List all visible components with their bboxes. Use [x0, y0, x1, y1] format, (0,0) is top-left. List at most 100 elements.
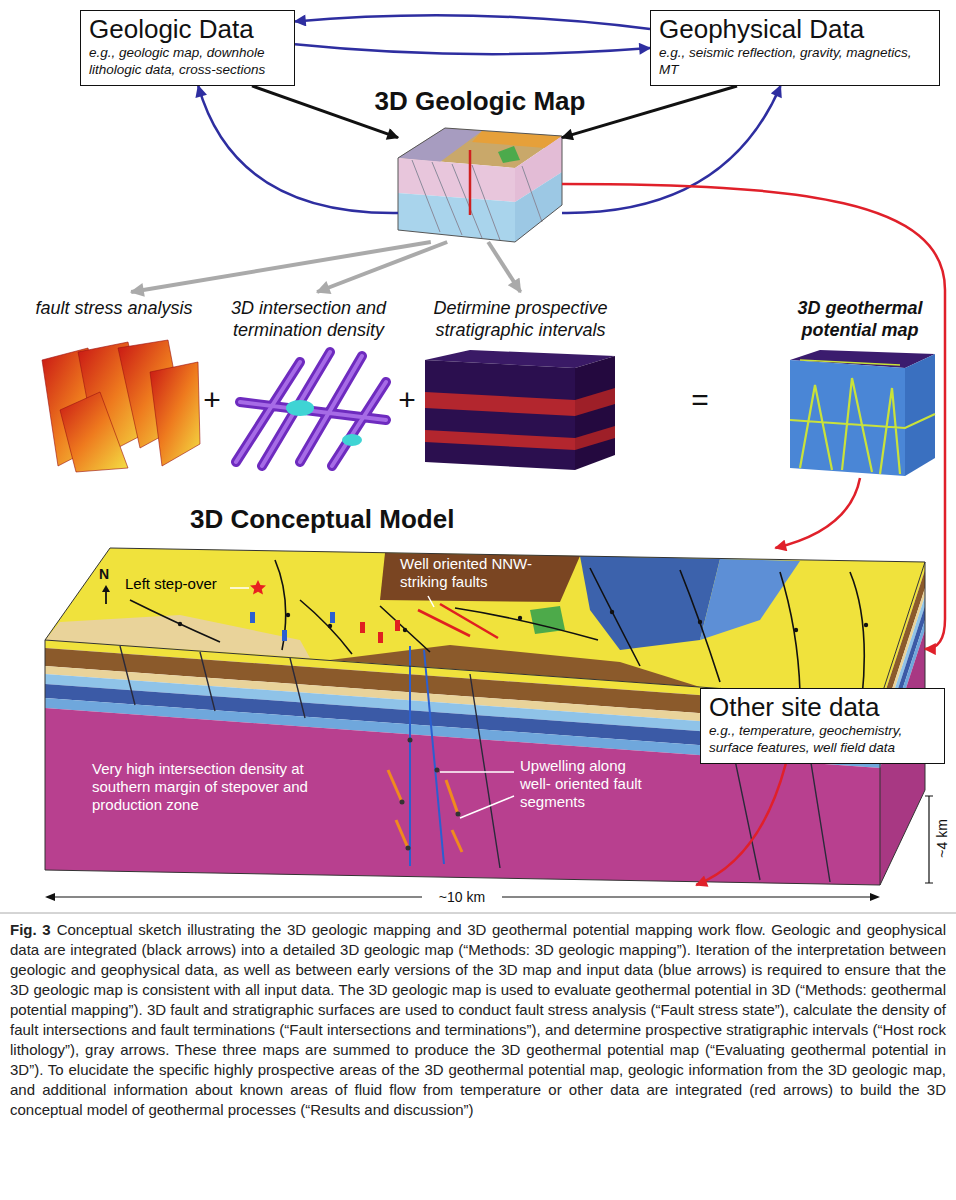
callout-label: Well oriented NNW-striking faults: [400, 555, 560, 591]
conceptual-block: [360, 620, 400, 643]
connector-arrow: [775, 478, 860, 548]
conceptual-block: [408, 738, 413, 743]
connector-arrow: [562, 86, 737, 138]
conceptual-block: [380, 553, 580, 602]
dimension-label: ~10 km: [422, 889, 502, 905]
dimension-lines: [45, 893, 55, 901]
intersection-density-image: [236, 352, 386, 466]
caption-rule: [0, 913, 956, 914]
analysis-panel: fault stress analysis: [28, 292, 200, 478]
geologic-map-block: [515, 172, 562, 242]
box-note: e.g., seismic reflection, gravity, magne…: [659, 45, 931, 79]
fault-stress-image: [60, 392, 128, 472]
plus-sign: +: [200, 382, 224, 418]
connector-arrow: [295, 15, 650, 29]
north-arrow-label: N: [99, 566, 115, 583]
conceptual-block: [406, 846, 411, 851]
box-title: Geologic Data: [89, 14, 286, 45]
conceptual-block: [330, 612, 335, 623]
conceptual-block: [395, 620, 400, 631]
equals-sign: =: [688, 382, 712, 418]
conceptual-block: [130, 560, 864, 698]
connector-arrow: [295, 44, 650, 54]
analysis-panel: Detirmine prospective stratigraphic inte…: [418, 292, 623, 478]
connector-arrow: [317, 242, 447, 292]
conceptual-block: [178, 622, 182, 626]
figure-number: Fig. 3: [10, 921, 51, 938]
data-box: Geophysical Datae.g., seismic reflection…: [650, 10, 940, 86]
geologic-map-block: [412, 160, 542, 240]
intersection-density-image: [342, 434, 362, 446]
geologic-map-block: [469, 150, 472, 215]
callout-label: Upwelling along well- oriented fault seg…: [520, 757, 650, 811]
stratigraphy-image: [575, 356, 615, 470]
conceptual-block: [378, 632, 383, 643]
map-figure: 3D Geologic Map: [398, 126, 562, 242]
callout-label: Very high intersection density at southe…: [92, 760, 364, 814]
box-title: Geophysical Data: [659, 14, 931, 45]
conceptual-block: [410, 646, 444, 866]
conceptual-block: [328, 624, 332, 628]
conceptual-block: [105, 590, 107, 604]
stratigraphy-image: [425, 430, 575, 450]
dimension-lines: [925, 796, 933, 883]
potential-map-image: [800, 360, 900, 365]
box-note: e.g., geologic map, downhole lithologic …: [89, 45, 286, 79]
panel-label: 3D geothermal potential map: [785, 292, 935, 341]
panel-label: 3D intersection and termination density: [222, 292, 395, 341]
conceptual-block: [456, 812, 461, 817]
conceptual-block: [435, 768, 440, 773]
panel-label: fault stress analysis: [28, 292, 200, 320]
data-box: Other site datae.g., temperature, geoche…: [700, 688, 945, 764]
dimension-label: ~4 km: [934, 813, 951, 863]
potential-map-image: [790, 350, 935, 476]
fault-stress-image: [150, 362, 200, 466]
connector-arrow: [488, 242, 520, 292]
conceptual-block: [610, 610, 614, 614]
conceptual-block: [330, 645, 700, 687]
box-title: Other site data: [709, 692, 936, 723]
conceptual-block: [45, 615, 310, 658]
connector-arrow: [562, 184, 945, 649]
conceptual-block: [282, 630, 287, 641]
conceptual-block: [286, 613, 290, 617]
geologic-map-block: [398, 128, 562, 242]
intersection-density-image: [236, 352, 386, 466]
potential-map-image: [790, 378, 935, 474]
dimension-lines: [870, 893, 880, 901]
callout-label: Left step-over: [125, 575, 240, 593]
stratigraphy-image: [575, 388, 615, 416]
conceptual-block: [250, 612, 255, 623]
caption: Fig. 3Conceptual sketch illustrating the…: [10, 920, 946, 1120]
conceptual-block: [178, 610, 868, 632]
conceptual-block: [45, 548, 925, 700]
geologic-map-block: [398, 193, 515, 242]
conceptual-block: [400, 738, 461, 851]
intersection-density-image: [236, 352, 386, 466]
stratigraphy-image: [425, 350, 615, 470]
figure-title: 3D Geologic Map: [320, 86, 640, 117]
conceptual-block: [102, 585, 110, 592]
stratigraphy-image: [425, 392, 575, 416]
conceptual-block: [400, 800, 405, 805]
connector-arrow: [562, 86, 781, 213]
stratigraphy-image: [575, 426, 615, 450]
figure-title: 3D Conceptual Model: [190, 504, 454, 535]
geologic-map-block: [498, 146, 520, 163]
conceptual-block: [250, 612, 335, 641]
result-panel: 3D geothermal potential map: [785, 292, 935, 478]
connector-arrow: [696, 764, 786, 885]
conceptual-block: [864, 623, 868, 627]
conceptual-block: [418, 604, 498, 638]
stratigraphy-image: [425, 360, 575, 470]
conceptual-block: [388, 770, 462, 852]
conceptual-block: [698, 620, 702, 624]
conceptual-block: [794, 628, 798, 632]
conceptual-block: [403, 628, 407, 632]
connector-arrow: [198, 86, 398, 213]
plus-sign: +: [395, 382, 419, 418]
analysis-panel: 3D intersection and termination density: [222, 292, 395, 478]
conceptual-block: [360, 622, 365, 633]
